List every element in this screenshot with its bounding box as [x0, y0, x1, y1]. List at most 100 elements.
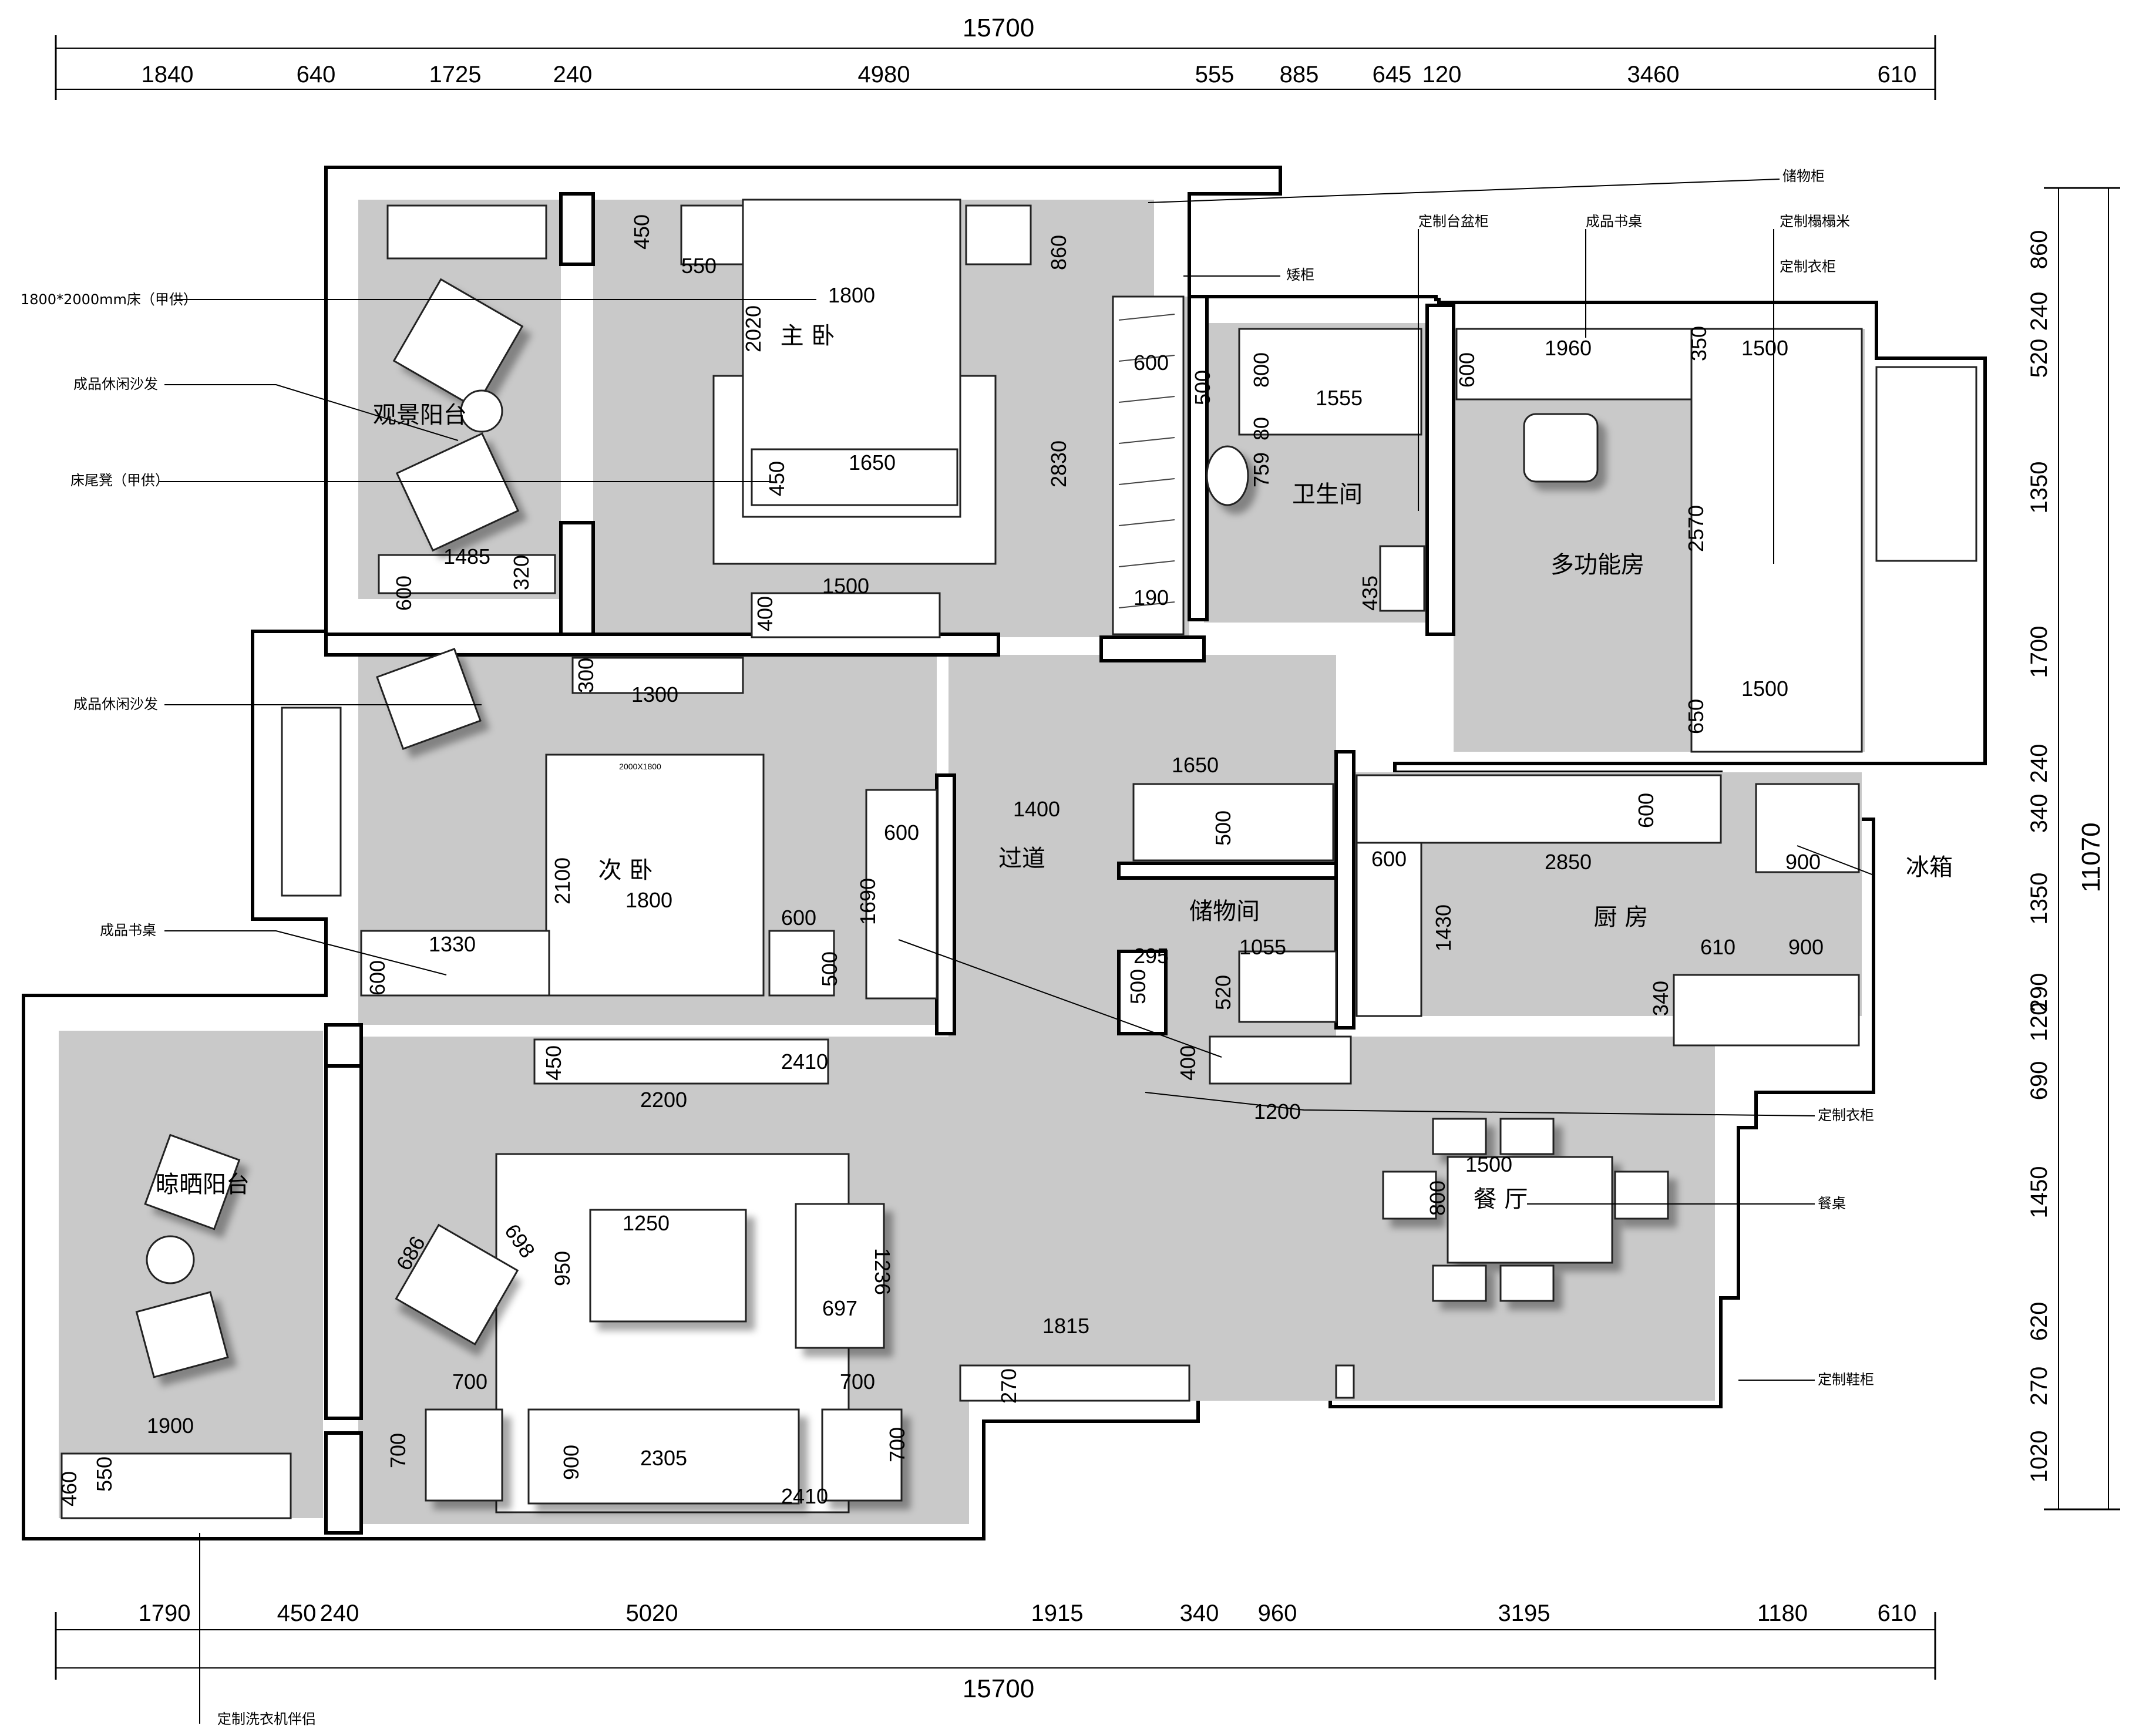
- svg-text:700: 700: [452, 1370, 487, 1394]
- wardrobe-hatch: [1118, 314, 1175, 608]
- svg-text:1350: 1350: [2026, 873, 2052, 925]
- svg-text:1690: 1690: [856, 878, 880, 925]
- svg-text:435: 435: [1358, 576, 1382, 611]
- svg-text:520: 520: [2026, 339, 2052, 378]
- svg-text:450: 450: [765, 461, 789, 496]
- svg-text:1840: 1840: [142, 62, 194, 88]
- svg-text:1055: 1055: [1239, 935, 1286, 959]
- svg-text:295: 295: [1134, 944, 1169, 968]
- svg-text:400: 400: [753, 596, 777, 631]
- sofa: [527, 1408, 800, 1505]
- svg-text:340: 340: [1649, 981, 1673, 1016]
- svg-text:5020: 5020: [626, 1600, 678, 1626]
- svg-text:1020: 1020: [2026, 1431, 2052, 1483]
- svg-text:550: 550: [92, 1456, 116, 1492]
- room-label-multi: 多功能房: [1550, 551, 1644, 578]
- svg-text:610: 610: [1878, 1600, 1917, 1626]
- svg-text:270: 270: [2026, 1367, 2052, 1406]
- svg-text:340: 340: [2026, 794, 2052, 833]
- svg-text:2100: 2100: [550, 857, 574, 904]
- svg-text:500: 500: [1211, 810, 1235, 846]
- svg-text:600: 600: [781, 906, 816, 930]
- balcony-lower-cabinet: [378, 554, 556, 594]
- room-label-bathroom: 卫生间: [1292, 481, 1363, 508]
- second-bed: [545, 754, 765, 997]
- svg-text:1900: 1900: [147, 1414, 194, 1438]
- drying-balcony-floor: [59, 1031, 323, 1518]
- svg-text:759: 759: [1249, 452, 1273, 487]
- svg-text:555: 555: [1195, 62, 1235, 88]
- hall-cabinet: [1209, 1035, 1352, 1085]
- room-label-master: 主 卧: [781, 322, 835, 349]
- svg-text:1500: 1500: [822, 574, 869, 598]
- svg-text:450: 450: [630, 214, 654, 250]
- room-labels: 主 卧 观景阳台 卫生间 多功能房 次 卧 过道 储物间 厨 房 餐 厅 晾晒阳…: [156, 322, 1953, 1213]
- side-cabinet: [795, 1203, 885, 1349]
- svg-text:1555: 1555: [1316, 386, 1363, 410]
- bed-bench: [751, 448, 958, 506]
- svg-text:600: 600: [1634, 793, 1658, 828]
- svg-text:800: 800: [1425, 1180, 1449, 1216]
- svg-text:3195: 3195: [1498, 1600, 1550, 1626]
- corridor-cabinet: [1132, 783, 1334, 862]
- svg-text:1500: 1500: [1741, 336, 1788, 360]
- fridge-label: 冰箱: [1906, 854, 1953, 881]
- svg-text:450: 450: [541, 1045, 566, 1081]
- room-label-second: 次 卧: [598, 857, 653, 884]
- svg-text:600: 600: [365, 960, 389, 995]
- svg-text:1500: 1500: [1465, 1152, 1512, 1176]
- svg-text:1960: 1960: [1545, 336, 1592, 360]
- svg-text:350: 350: [1687, 326, 1711, 361]
- note-dining-table: 餐桌: [1818, 1195, 1846, 1212]
- svg-text:500: 500: [1190, 370, 1215, 405]
- svg-text:450: 450: [277, 1600, 317, 1626]
- svg-text:900: 900: [1788, 935, 1824, 959]
- dimension-lines-bottom: [55, 1612, 1936, 1680]
- side-table: [460, 389, 503, 433]
- nightstand-right: [965, 204, 1032, 265]
- svg-text:3460: 3460: [1627, 62, 1680, 88]
- note-desk-top: 成品书桌: [1586, 213, 1642, 230]
- balcony-cabinet: [386, 204, 547, 260]
- drying-table: [146, 1235, 195, 1284]
- svg-text:1650: 1650: [1172, 753, 1219, 777]
- svg-text:80: 80: [1249, 417, 1273, 440]
- note-sofa-1: 成品休闲沙发: [73, 376, 158, 392]
- dining-set: [1382, 1118, 1669, 1302]
- bottom-dimension-labels: 1790 450 240 5020 1915 340 960 3195 1180…: [139, 1600, 1917, 1626]
- svg-text:4980: 4980: [858, 62, 910, 88]
- svg-text:290: 290: [2026, 973, 2052, 1012]
- tatami-platform: [1690, 328, 1863, 753]
- svg-text:885: 885: [1280, 62, 1319, 88]
- svg-text:300: 300: [574, 658, 598, 693]
- right-total-dimension: 11070: [2077, 822, 2105, 892]
- toilet: [1206, 445, 1249, 506]
- svg-text:2200: 2200: [640, 1088, 687, 1112]
- bay-window-seat: [281, 707, 342, 897]
- svg-text:2570: 2570: [1684, 505, 1708, 552]
- room-label-kitchen: 厨 房: [1594, 904, 1649, 931]
- desk-chair: [1523, 413, 1599, 483]
- svg-text:1500: 1500: [1741, 677, 1788, 701]
- svg-text:1330: 1330: [429, 932, 476, 956]
- svg-text:620: 620: [2026, 1302, 2052, 1341]
- room-label-storage: 储物间: [1189, 898, 1260, 925]
- shower-area: [1238, 328, 1422, 436]
- second-nightstand: [768, 930, 835, 997]
- kitchen-counter-left: [1356, 842, 1422, 1017]
- notes: 储物柜 定制台盆柜 成品书桌 定制榻榻米 定制衣柜 矮柜 1800*2000mm…: [21, 168, 1874, 1727]
- bath-sink: [1379, 545, 1425, 612]
- svg-text:2020: 2020: [741, 305, 765, 352]
- svg-text:400: 400: [1176, 1045, 1200, 1081]
- dimension-lines-right: [2044, 187, 2120, 1511]
- svg-text:645: 645: [1373, 62, 1412, 88]
- svg-text:1815: 1815: [1042, 1314, 1089, 1338]
- top-dimension-labels: 1840 640 1725 240 4980 555 885 645 120 3…: [142, 62, 1917, 88]
- svg-text:340: 340: [1180, 1600, 1219, 1626]
- svg-text:120: 120: [2026, 1003, 2052, 1042]
- svg-text:600: 600: [1134, 351, 1169, 375]
- svg-text:2410: 2410: [781, 1049, 828, 1074]
- svg-text:1180: 1180: [1757, 1600, 1808, 1626]
- svg-text:860: 860: [1047, 235, 1071, 270]
